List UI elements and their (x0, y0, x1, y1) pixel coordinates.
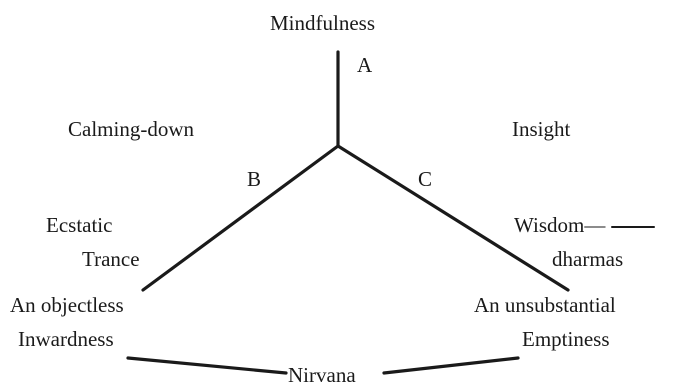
label-inwardness: Inwardness (18, 327, 114, 351)
line-c (336, 144, 570, 292)
label-unsubstantial: An unsubstantial (474, 293, 616, 317)
label-branch-b: B (247, 167, 261, 191)
label-objectless: An objectless (10, 293, 124, 317)
label-ecstatic: Ecstatic (46, 213, 112, 237)
label-nirvana: Nirvana (288, 363, 356, 384)
label-branch-a: A (357, 53, 373, 77)
label-calming-down: Calming-down (68, 117, 194, 141)
label-wisdom: Wisdom— (514, 213, 606, 237)
label-trance: Trance (82, 247, 140, 271)
label-insight: Insight (512, 117, 571, 141)
line-right-to-nirvana (382, 356, 520, 375)
label-branch-c: C (418, 167, 432, 191)
label-emptiness: Emptiness (522, 327, 610, 351)
label-dharmas: dharmas (552, 247, 623, 271)
line-left-to-nirvana (126, 356, 288, 375)
line-b (141, 144, 340, 292)
label-mindfulness: Mindfulness (270, 11, 375, 35)
